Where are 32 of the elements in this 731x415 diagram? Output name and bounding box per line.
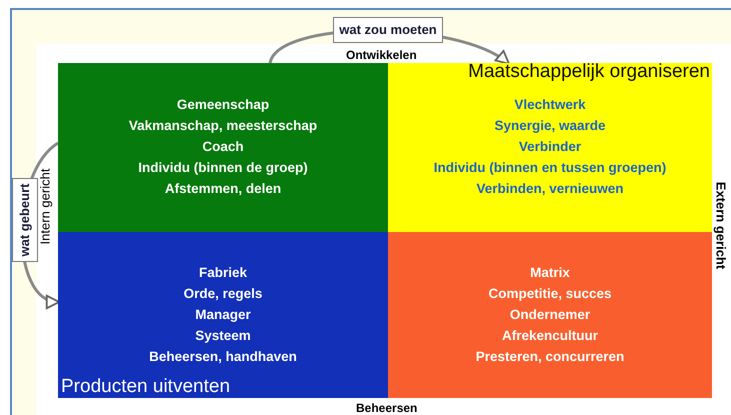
quadrant-item: Systeem — [194, 327, 252, 345]
quadrant-item: Matrix — [529, 264, 571, 282]
quadrant-item: Fabriek — [198, 264, 248, 282]
quadrant-panel — [388, 63, 712, 232]
edge-label: wat zou moeten — [333, 17, 443, 43]
edge-label: wat gebeurt — [12, 178, 38, 262]
quadrant-item: Coach — [201, 138, 245, 156]
quadrant-item: Vlechtwerk — [513, 96, 587, 114]
quadrant-item: Verbinder — [518, 138, 582, 156]
quadrant-item: Gemeenschap — [176, 96, 270, 114]
axis-label: Beheersen — [356, 401, 418, 415]
quadrant-item: Synergie, waarde — [493, 117, 607, 135]
quadrant-item: Afstemmen, delen — [164, 180, 282, 198]
axis-label: Ontwikkelen — [346, 48, 417, 62]
quadrant-item: Ondernemer — [508, 306, 592, 324]
quadrant-item: Beheersen, handhaven — [148, 348, 298, 366]
quadrant-item: Afrekencultuur — [500, 327, 600, 345]
axis-label: Extern gericht — [714, 180, 728, 270]
quadrant-item: Manager — [194, 306, 252, 324]
quadrant-item: Verbinden, vernieuwen — [475, 180, 625, 198]
quadrant-item: Individu (binnen en tussen groepen) — [432, 159, 668, 177]
quadrant-item: Competitie, succes — [487, 285, 613, 303]
quadrant-item: Vakmanschap, meesterschap — [128, 117, 318, 135]
quadrant-item: Orde, regels — [182, 285, 264, 303]
quadrant-item: Individu (binnen de groep) — [137, 159, 309, 177]
quadrant-item: Presteren, concurreren — [474, 348, 626, 366]
quadrant-panel — [58, 63, 388, 232]
quadrant-panel — [58, 232, 388, 398]
axis-label: Intern gericht — [38, 168, 52, 246]
quadrant-title: Maatschappelijk organiseren — [468, 61, 710, 83]
quadrant-panel — [388, 232, 712, 398]
quadrant-title: Producten uitventen — [61, 376, 230, 398]
